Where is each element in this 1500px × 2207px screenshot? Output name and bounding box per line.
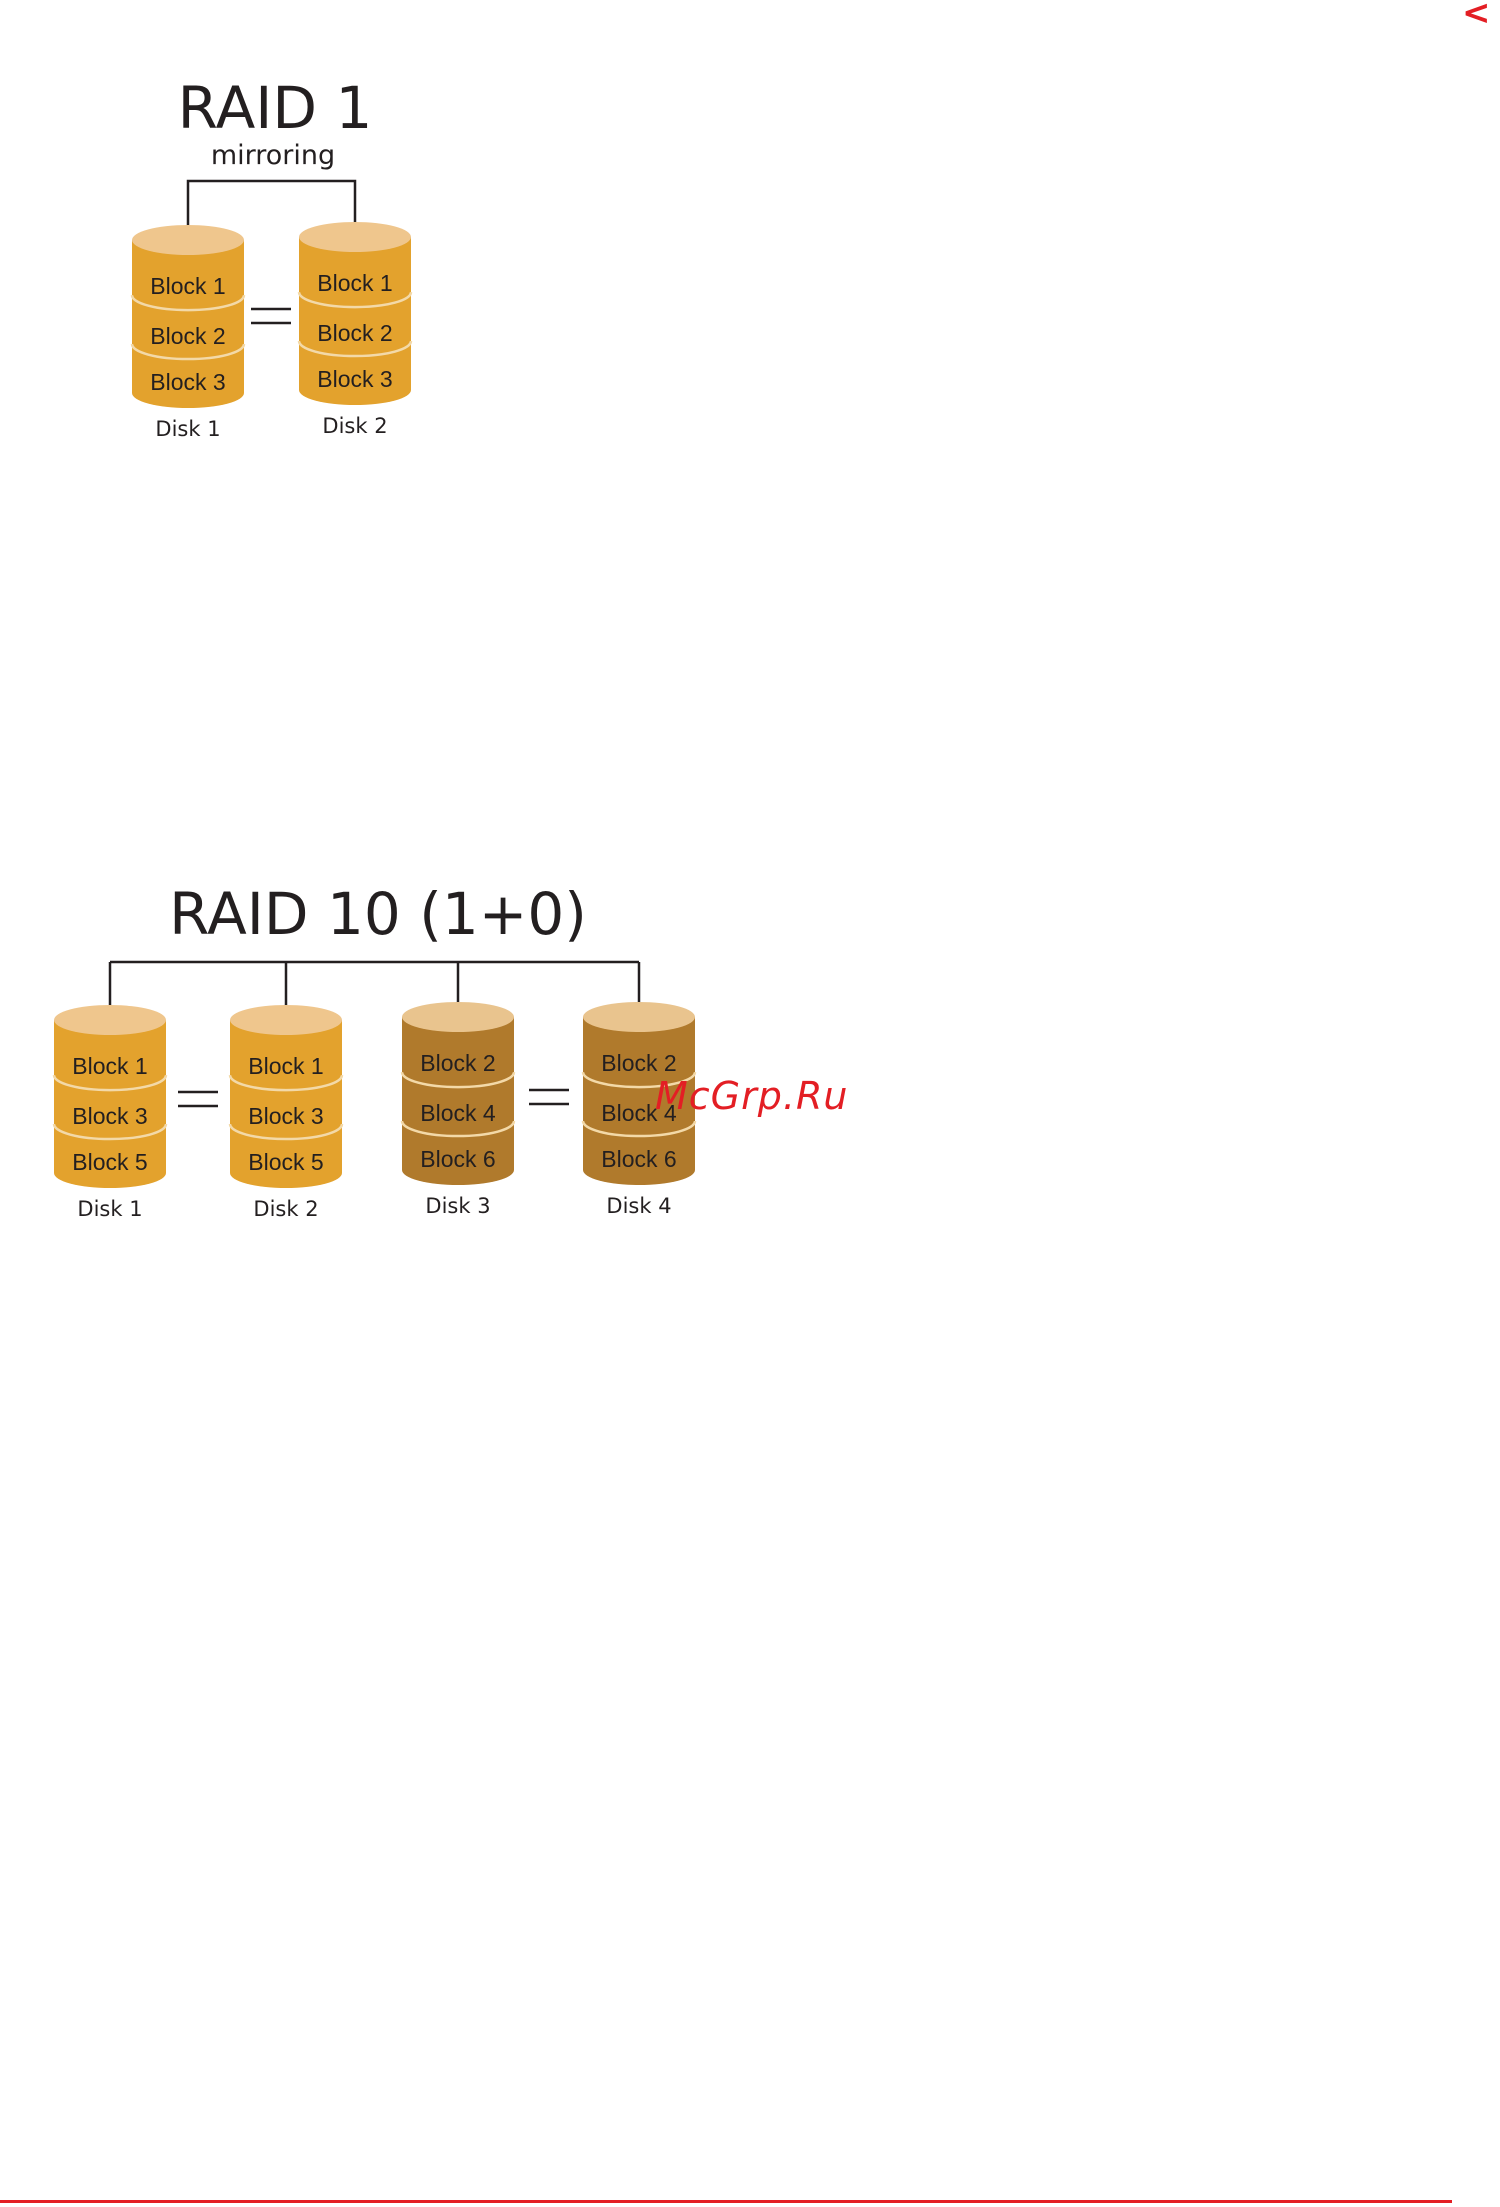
block-label: Block 3 [248, 1103, 323, 1129]
raid1-subtitle: mirroring [211, 140, 335, 171]
block-label: Block 1 [72, 1053, 147, 1079]
equals-sign [251, 309, 291, 323]
raid1-title: RAID 1 [178, 74, 373, 142]
disk-label: Disk 3 [425, 1194, 490, 1218]
disk-top [54, 1005, 166, 1035]
disk: Block 1 Block 2 Block 3 Disk 2 [299, 222, 411, 438]
disk-label: Disk 2 [253, 1197, 318, 1221]
block-label: Block 4 [601, 1100, 677, 1126]
equals-sign [529, 1090, 569, 1104]
block-label: Block 6 [420, 1146, 495, 1172]
block-label: Block 6 [601, 1146, 676, 1172]
disk: Block 1 Block 3 Block 5 Disk 1 [54, 1005, 166, 1221]
block-label: Block 2 [601, 1050, 676, 1076]
disk-top [583, 1002, 695, 1032]
disk-top [402, 1002, 514, 1032]
disk: Block 2 Block 4 Block 6 Disk 3 [402, 1002, 514, 1218]
raid1-equals [251, 309, 291, 323]
block-label: Block 2 [317, 320, 392, 346]
block-label: Block 5 [248, 1149, 323, 1175]
disk-label: Disk 2 [322, 414, 387, 438]
disk-label: Disk 1 [155, 417, 220, 441]
block-label: Block 4 [420, 1100, 496, 1126]
disk-top [132, 225, 244, 255]
disk: Block 1 Block 2 Block 3 Disk 1 [132, 225, 244, 441]
bottom-rule [0, 2200, 1452, 2203]
block-label: Block 2 [150, 323, 225, 349]
equals-sign [178, 1092, 218, 1106]
raid10-title: RAID 10 (1+0) [169, 880, 587, 948]
block-label: Block 3 [72, 1103, 147, 1129]
block-label: Block 3 [317, 366, 392, 392]
disk: Block 2 Block 4 Block 6 Disk 4 [583, 1002, 695, 1218]
disk-label: Disk 4 [606, 1194, 671, 1218]
raid10-diagram: RAID 10 (1+0) Block 1 Block 3 Block 5 Disk … [54, 880, 695, 1221]
block-label: Block 1 [317, 270, 392, 296]
block-label: Block 5 [72, 1149, 147, 1175]
block-label: Block 1 [248, 1053, 323, 1079]
block-label: Block 1 [150, 273, 225, 299]
disk-top [299, 222, 411, 252]
block-label: Block 3 [150, 369, 225, 395]
block-label: Block 2 [420, 1050, 495, 1076]
raid1-diagram: RAID 1 mirroring Block 1 Block 2 Block 3 Di… [132, 74, 411, 441]
disk-label: Disk 1 [77, 1197, 142, 1221]
disk-top [230, 1005, 342, 1035]
disk: Block 1 Block 3 Block 5 Disk 2 [230, 1005, 342, 1221]
raid10-connector [110, 962, 639, 1020]
